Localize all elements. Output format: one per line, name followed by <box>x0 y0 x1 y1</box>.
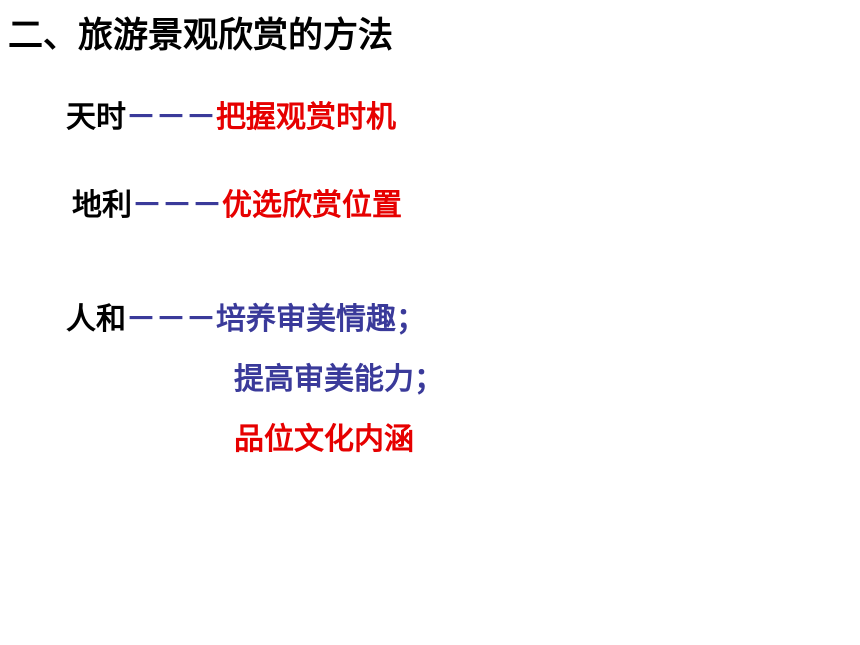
method-term: 天时 <box>66 100 126 135</box>
slide-title: 二、旅游景观欣赏的方法 <box>8 16 394 56</box>
method-row-location: 地利－－－优选欣赏位置 <box>72 186 402 226</box>
method-description: 品位文化内涵 <box>234 422 414 457</box>
method-description: 培养审美情趣； <box>216 302 426 337</box>
method-description: 优选欣赏位置 <box>222 188 402 223</box>
method-description: 把握观赏时机 <box>216 100 396 135</box>
method-continuation-culture: 品位文化内涵 <box>234 420 414 460</box>
method-dash: －－－ <box>132 188 222 223</box>
method-description: 提高审美能力； <box>234 362 444 397</box>
method-term: 人和 <box>66 302 126 337</box>
method-dash: －－－ <box>126 302 216 337</box>
method-row-timing: 天时－－－把握观赏时机 <box>66 98 396 138</box>
method-continuation-ability: 提高审美能力； <box>234 360 444 400</box>
method-row-person: 人和－－－培养审美情趣； <box>66 300 426 340</box>
method-term: 地利 <box>72 188 132 223</box>
method-dash: －－－ <box>126 100 216 135</box>
